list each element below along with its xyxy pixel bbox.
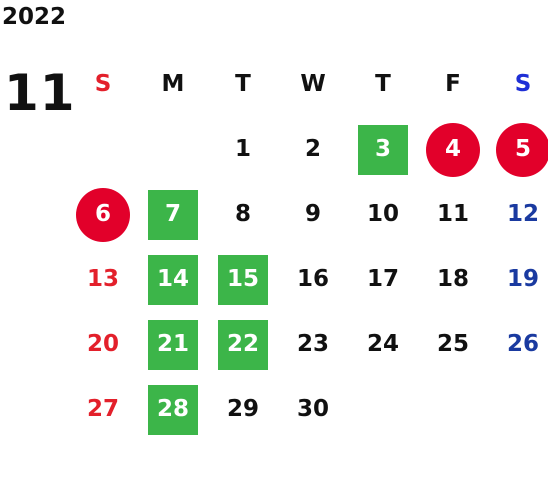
day-cell — [418, 377, 488, 442]
year-label: 2022 — [2, 4, 67, 30]
weekday-sunday: S — [94, 71, 112, 97]
weekday-monday: M — [161, 71, 185, 97]
day-cell: 9 — [304, 201, 321, 227]
day-cell: 13 — [86, 266, 119, 292]
day-cell-green: 28 — [138, 377, 208, 442]
weekday-thursday: T — [375, 71, 391, 97]
weekday-friday: F — [445, 71, 461, 97]
weekday-wednesday: W — [300, 71, 326, 97]
day-cell: 8 — [234, 201, 251, 227]
day-cell: 30 — [296, 396, 329, 422]
day-cell-green: 7 — [138, 182, 208, 247]
red-circle-highlight — [426, 122, 480, 177]
green-highlight — [148, 254, 198, 305]
weekday-saturday: S — [514, 71, 532, 97]
green-highlight — [148, 189, 198, 240]
day-cell: 18 — [436, 266, 469, 292]
day-cell: 12 — [506, 201, 539, 227]
green-highlight — [218, 319, 268, 370]
day-cell — [68, 117, 138, 182]
day-cell — [348, 377, 418, 442]
green-highlight — [218, 254, 268, 305]
weekday-tuesday: T — [235, 71, 251, 97]
day-cell-green: 3 — [348, 117, 418, 182]
day-cell: 26 — [506, 331, 539, 357]
day-cell: 16 — [296, 266, 329, 292]
green-highlight — [148, 384, 198, 435]
red-circle-highlight — [76, 187, 130, 242]
day-cell: 2 — [304, 136, 321, 162]
day-cell: 25 — [436, 331, 469, 357]
day-cell: 17 — [366, 266, 399, 292]
day-cell-red: 4 — [418, 117, 488, 182]
day-cell — [488, 377, 548, 442]
day-cell: 11 — [436, 201, 469, 227]
day-cell: 24 — [366, 331, 399, 357]
day-cell: 10 — [366, 201, 399, 227]
day-cell-green: 15 — [208, 247, 278, 312]
day-cell: 1 — [234, 136, 251, 162]
month-number: 11 — [4, 64, 76, 122]
day-cell: 29 — [226, 396, 259, 422]
day-cell: 23 — [296, 331, 329, 357]
green-highlight — [358, 124, 408, 175]
day-cell-green: 14 — [138, 247, 208, 312]
day-cell — [138, 117, 208, 182]
day-cell-red: 6 — [68, 182, 138, 247]
day-cell-red: 5 — [488, 117, 548, 182]
green-highlight — [148, 319, 198, 370]
day-cell-green: 21 — [138, 312, 208, 377]
day-cell-green: 22 — [208, 312, 278, 377]
calendar-grid: S M T W T F S 1 2 3 4 5 6 7 8 9 10 11 12… — [68, 52, 548, 442]
red-circle-highlight — [496, 122, 548, 177]
day-cell: 20 — [86, 331, 119, 357]
day-cell: 19 — [506, 266, 539, 292]
day-cell: 27 — [86, 396, 119, 422]
